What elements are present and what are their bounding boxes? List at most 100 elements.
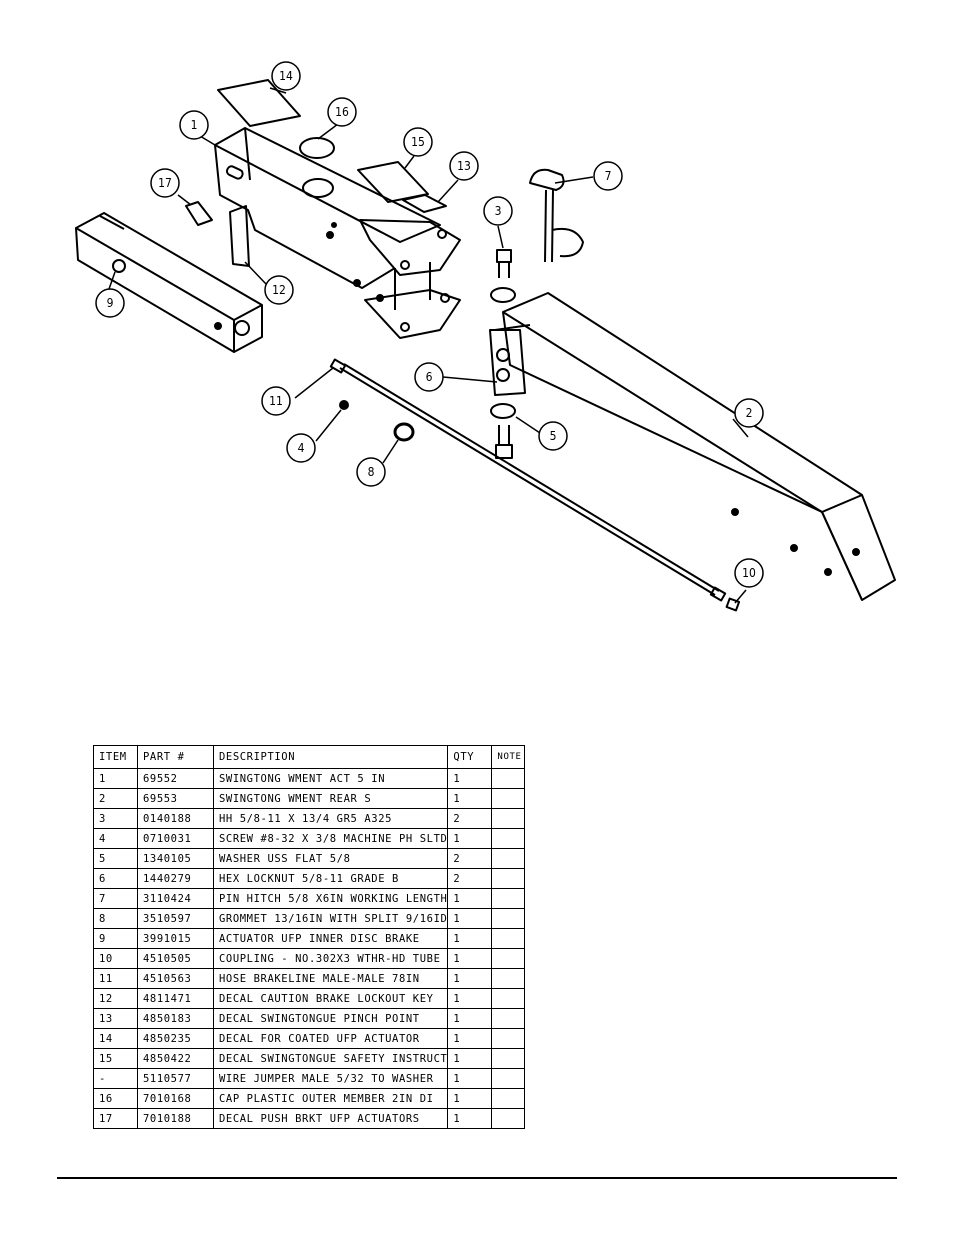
svg-text:14: 14 <box>279 69 293 83</box>
cell-note <box>491 768 526 789</box>
cell-item: 15 <box>93 1048 138 1069</box>
cell-item: 3 <box>93 808 138 829</box>
svg-text:12: 12 <box>272 283 286 297</box>
cell-note <box>491 928 526 949</box>
callout-5: 5 <box>538 421 568 451</box>
cell-item: 9 <box>93 928 138 949</box>
cell-description: DECAL FOR COATED UFP ACTUATOR <box>212 1028 449 1049</box>
cell-part: 4850422 <box>137 1048 214 1069</box>
header-note: NOTE <box>491 745 526 769</box>
svg-text:5: 5 <box>550 429 557 443</box>
cell-qty: 1 <box>447 988 493 1009</box>
washer-5-upper <box>490 287 516 303</box>
cell-item: 17 <box>93 1108 138 1129</box>
svg-text:10: 10 <box>742 566 756 580</box>
cell-qty: 1 <box>447 1108 493 1129</box>
cell-part: 1440279 <box>137 868 214 889</box>
cell-description: CAP PLASTIC OUTER MEMBER 2IN DI <box>212 1088 449 1109</box>
cell-note <box>491 948 526 969</box>
decal-12 <box>229 205 250 267</box>
cell-description: WIRE JUMPER MALE 5/32 TO WASHER <box>212 1068 449 1089</box>
svg-text:3: 3 <box>495 204 502 218</box>
cell-note <box>491 1048 526 1069</box>
cell-part: 4850183 <box>137 1008 214 1029</box>
svg-text:15: 15 <box>411 135 425 149</box>
svg-text:9: 9 <box>107 296 114 310</box>
cell-note <box>491 848 526 869</box>
cell-qty: 1 <box>447 908 493 929</box>
callout-14: 14 <box>271 61 301 91</box>
cap-16 <box>299 137 335 159</box>
leader-lines <box>108 87 749 604</box>
cell-part: 3991015 <box>137 928 214 949</box>
cell-qty: 1 <box>447 948 493 969</box>
inner-tube-9 <box>75 212 263 353</box>
svg-text:1: 1 <box>191 118 198 132</box>
svg-text:7: 7 <box>605 169 612 183</box>
cell-description: HEX LOCKNUT 5/8-11 GRADE B <box>212 868 449 889</box>
cell-qty: 2 <box>447 808 493 829</box>
callout-17: 17 <box>150 168 180 198</box>
svg-text:6: 6 <box>426 370 433 384</box>
cell-qty: 2 <box>447 868 493 889</box>
decal-14 <box>217 79 301 127</box>
callout-7: 7 <box>593 161 623 191</box>
cell-qty: 1 <box>447 788 493 809</box>
cell-part: 5110577 <box>137 1068 214 1089</box>
cell-note <box>491 1108 526 1129</box>
callout-15: 15 <box>403 127 433 157</box>
cell-item: 4 <box>93 828 138 849</box>
header-part: PART # <box>137 745 214 769</box>
svg-text:4: 4 <box>298 441 305 455</box>
cell-qty: 1 <box>447 928 493 949</box>
cell-description: DECAL PUSH BRKT UFP ACTUATORS <box>212 1108 449 1129</box>
cell-part: 4811471 <box>137 988 214 1009</box>
cell-note <box>491 888 526 909</box>
cell-description: HH 5/8-11 X 13/4 GR5 A325 <box>212 808 449 829</box>
header-description: DESCRIPTION <box>212 745 449 769</box>
callout-12: 12 <box>264 275 294 305</box>
cell-qty: 1 <box>447 768 493 789</box>
hitch-pin-7 <box>529 168 584 263</box>
cell-description: SWINGTONG WMENT REAR S <box>212 788 449 809</box>
cell-item: 8 <box>93 908 138 929</box>
screw-4 <box>339 400 349 410</box>
callout-1: 1 <box>179 110 209 140</box>
footer-divider <box>57 1177 897 1179</box>
cell-description: SCREW #8-32 X 3/8 MACHINE PH SLTD <box>212 828 449 849</box>
cell-part: 3510597 <box>137 908 214 929</box>
decal-17 <box>185 201 213 226</box>
callout-balloons: 1 2 3 4 5 6 7 8 9 10 11 12 13 14 15 16 1… <box>95 61 764 588</box>
svg-text:8: 8 <box>368 465 375 479</box>
cell-item: 6 <box>93 868 138 889</box>
callout-11: 11 <box>261 386 291 416</box>
actuator-housing-1 <box>214 127 461 339</box>
cell-qty: 1 <box>447 1008 493 1029</box>
cell-item: 12 <box>93 988 138 1009</box>
svg-text:13: 13 <box>457 159 471 173</box>
cell-note <box>491 808 526 829</box>
svg-text:11: 11 <box>269 394 283 408</box>
cell-qty: 1 <box>447 1068 493 1089</box>
cell-item: 13 <box>93 1008 138 1029</box>
cell-part: 7010168 <box>137 1088 214 1109</box>
grommet-8 <box>393 422 415 442</box>
decal-13 <box>402 194 447 213</box>
cell-description: WASHER USS FLAT 5/8 <box>212 848 449 869</box>
cell-note <box>491 908 526 929</box>
callout-13: 13 <box>449 151 479 181</box>
cell-part: 4510563 <box>137 968 214 989</box>
cell-description: GROMMET 13/16IN WITH SPLIT 9/16ID <box>212 908 449 929</box>
bolt-lower <box>495 425 513 459</box>
svg-text:2: 2 <box>746 406 753 420</box>
